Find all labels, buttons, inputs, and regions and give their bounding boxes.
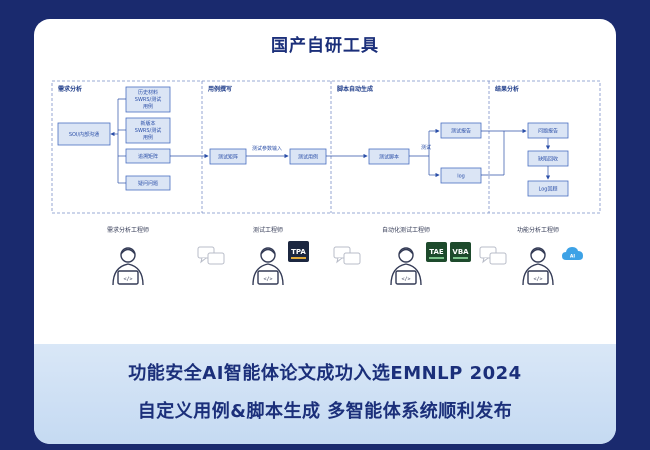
- cloud-ai-icon: AI: [562, 247, 583, 260]
- box-issue-report: 问题报告: [527, 122, 569, 139]
- svg-text:AI: AI: [570, 254, 575, 260]
- box-test-matrix-label: 测试矩阵: [218, 154, 238, 161]
- box-question-list-label: 疑问问题: [138, 180, 158, 187]
- box-log-review: Log回顾: [527, 180, 569, 197]
- box-soi-label: SOI/内部沟通: [69, 131, 99, 138]
- box-question-list: 疑问问题: [125, 175, 171, 191]
- arrow-label-test: 测试: [421, 144, 431, 151]
- box-history-materials: 历史材料 SWRS/测试 用例: [125, 86, 171, 113]
- box-test-matrix: 测试矩阵: [209, 148, 247, 165]
- vba-badge-icon: VBA: [450, 242, 471, 262]
- tae-badge-icon: TAE: [426, 242, 447, 262]
- box-soi: SOI/内部沟通: [57, 122, 111, 146]
- box-log: log: [440, 167, 482, 184]
- box-test-script-label: 测试脚本: [379, 154, 399, 161]
- engineer-figure-3: </>: [390, 247, 422, 286]
- box-test-report-label: 测试报告: [451, 128, 471, 135]
- chat-bubble-icon: [479, 246, 507, 265]
- engineer-figure-4: </>: [522, 247, 554, 286]
- chat-bubble-icon: [333, 246, 361, 265]
- svg-text:</>: </>: [123, 277, 132, 283]
- announcement-card: 国产自研工具 需求分析 用例撰写 脚本自动生成 结果分析 SOI/内部沟通 历史…: [34, 19, 616, 444]
- arrow-label-param-input: 测试参数输入: [252, 145, 282, 152]
- box-defect-fix: 缺陷回收: [527, 150, 569, 167]
- box-log-label: log: [457, 174, 465, 180]
- engineer-figure-2: </>: [252, 247, 284, 286]
- box-new-version-line-1: 新版本: [140, 120, 155, 127]
- role-label-test-engineer: 测试工程师: [253, 226, 283, 234]
- box-test-script: 测试脚本: [368, 148, 410, 165]
- box-trace-matrix: 追溯矩阵: [125, 148, 171, 164]
- box-defect-fix-label: 缺陷回收: [538, 156, 558, 163]
- box-log-review-label: Log回顾: [539, 187, 558, 193]
- svg-text:TAE: TAE: [429, 248, 444, 256]
- chat-bubble-icon: [197, 246, 225, 265]
- box-history-line-1: 历史材料: [138, 89, 158, 96]
- section-label-case-writing: 用例撰写: [207, 85, 232, 93]
- headline-paper-accepted: 功能安全AI智能体论文成功入选EMNLP 2024: [128, 363, 522, 384]
- tpa-badge-icon: TPA: [288, 241, 309, 262]
- box-test-case-label: 测试用例: [298, 154, 318, 161]
- box-history-line-2: SWRS/测试: [135, 96, 161, 103]
- role-label-automation-engineer: 自动化测试工程师: [382, 226, 430, 234]
- box-history-line-3: 用例: [143, 103, 153, 110]
- box-trace-matrix-label: 追溯矩阵: [138, 153, 158, 160]
- section-label-result-analysis: 结果分析: [495, 85, 519, 93]
- diagram-title: 国产自研工具: [271, 36, 379, 56]
- role-label-requirements-engineer: 需求分析工程师: [107, 226, 149, 234]
- box-new-version-line-2: SWRS/测试: [135, 127, 161, 134]
- headline-system-release: 自定义用例&脚本生成 多智能体系统顺利发布: [137, 401, 513, 422]
- box-new-version-line-3: 用例: [143, 134, 153, 141]
- engineer-figure-1: </>: [112, 247, 144, 286]
- section-label-requirements: 需求分析: [58, 85, 82, 93]
- box-test-case: 测试用例: [289, 148, 327, 165]
- box-test-report: 测试报告: [440, 122, 482, 139]
- box-new-version: 新版本 SWRS/测试 用例: [125, 117, 171, 144]
- announcement-banner: 功能安全AI智能体论文成功入选EMNLP 2024 自定义用例&脚本生成 多智能…: [34, 344, 616, 444]
- box-issue-report-label: 问题报告: [538, 128, 558, 135]
- role-label-analysis-engineer: 功能分析工程师: [517, 226, 559, 234]
- svg-text:TPA: TPA: [291, 248, 306, 256]
- section-label-script-generation: 脚本自动生成: [337, 85, 373, 93]
- svg-text:</>: </>: [263, 277, 272, 283]
- svg-text:</>: </>: [533, 277, 542, 283]
- svg-text:</>: </>: [401, 277, 410, 283]
- workflow-diagram: 需求分析 用例撰写 脚本自动生成 结果分析 SOI/内部沟通 历史材料 SWRS…: [51, 80, 601, 286]
- svg-text:VBA: VBA: [452, 248, 469, 256]
